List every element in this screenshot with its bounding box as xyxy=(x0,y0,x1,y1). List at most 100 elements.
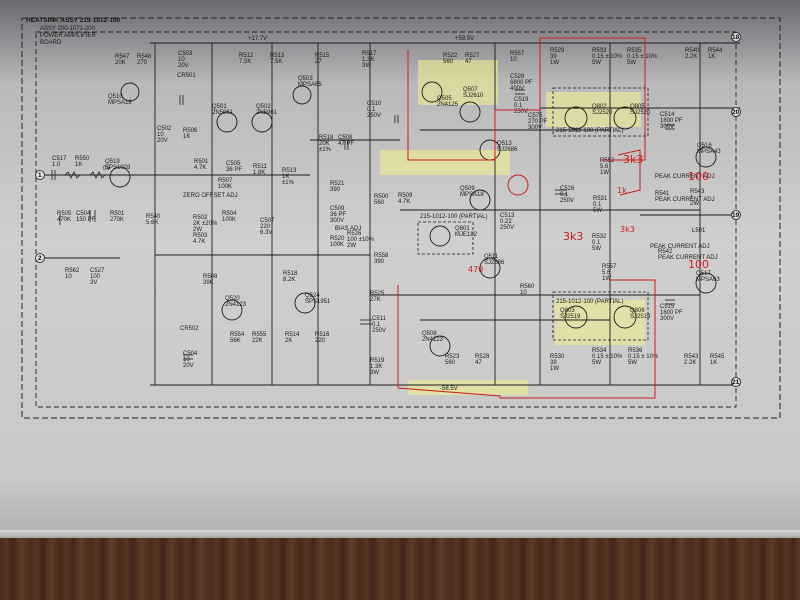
component-ref: C513 xyxy=(500,213,515,219)
transistor-q524 xyxy=(294,292,316,314)
component-ref: R532 xyxy=(592,234,607,240)
component-ref: Q524 xyxy=(305,293,320,299)
component-ref: R513 xyxy=(270,53,285,59)
transistor-q501 xyxy=(216,111,238,133)
component-value: MPSA43 xyxy=(697,149,721,155)
component-ref: R535 xyxy=(627,48,642,54)
component-ref: R515 xyxy=(315,53,330,59)
component-value: 560 xyxy=(443,59,454,65)
component-ref: R503 xyxy=(193,233,208,239)
component-ref: R555 xyxy=(252,332,267,338)
component-ref: R542 xyxy=(658,249,673,255)
component-ref: C510 xyxy=(367,101,382,107)
transistor-q519 xyxy=(109,166,131,188)
component-ref: L501 xyxy=(692,228,706,234)
component-ref: R527 xyxy=(465,53,480,59)
component-value: 1K xyxy=(75,162,82,168)
component-ref: C514 xyxy=(660,112,675,118)
component-value: 1.3K xyxy=(370,364,382,370)
handwritten-3k3-b: 3k3 xyxy=(563,230,583,243)
component-value: 2N4123 xyxy=(225,302,247,308)
component-value: 2N5961 xyxy=(212,110,234,116)
component-ref: Q505 xyxy=(437,96,452,102)
component-value: 1600 PF xyxy=(660,118,683,124)
bias-adj-label: BIAS ADJ xyxy=(335,226,361,232)
component-ref: Q509 xyxy=(460,186,475,192)
component-value: 250V xyxy=(500,225,514,231)
component-ref: R512 xyxy=(239,53,254,59)
component-ref: R547 xyxy=(115,54,130,60)
component-value: 2K ±20% xyxy=(193,221,218,227)
transistor-q516 xyxy=(695,146,717,168)
board-title-3: BOARD xyxy=(40,40,62,46)
component-ref: C504 xyxy=(76,211,91,217)
component-ref: R518 xyxy=(283,271,298,277)
component-ref: R550 xyxy=(75,156,90,162)
component-ref: R528 xyxy=(475,354,490,360)
component-value: 100 xyxy=(90,274,101,280)
component-ref: Q801 xyxy=(455,226,470,232)
component-value: 39 xyxy=(550,360,557,366)
component-value: 3V xyxy=(90,280,97,286)
component-value: 1W xyxy=(602,276,611,282)
component-value: 1K xyxy=(183,134,190,140)
component-ref: R530 xyxy=(550,354,565,360)
component-value: 20V xyxy=(183,363,194,369)
component-ref: C504 xyxy=(183,351,198,357)
transistor-q805 xyxy=(613,106,637,130)
component-value: MPSA18 xyxy=(108,100,132,106)
component-ref: R522 xyxy=(443,53,458,59)
rail-pos58: +58.5V xyxy=(455,36,474,42)
component-ref: R508 xyxy=(203,274,218,280)
component-value: 7.5K xyxy=(270,59,282,65)
component-value: 2K xyxy=(285,338,292,344)
component-ref: Q511 xyxy=(484,254,499,260)
component-value: 100 ±10% xyxy=(347,237,375,243)
component-ref: R557 xyxy=(602,264,617,270)
component-value: 0.15 ± 10% xyxy=(628,354,659,360)
transistor-q520 xyxy=(221,299,243,321)
component-ref: R501 xyxy=(110,211,125,217)
component-value: 10 xyxy=(510,57,517,63)
component-value: 1.8K xyxy=(253,170,265,176)
component-value: 2.2K xyxy=(685,54,697,60)
heatsink-title: HEATSINK ASSY 215-1012-100 xyxy=(26,17,121,24)
component-value: 20V xyxy=(157,138,168,144)
component-value: SJ2519 xyxy=(560,314,581,320)
component-ref: R500 xyxy=(374,194,389,200)
component-value: 0.15 ± 10% xyxy=(592,54,623,60)
component-value: 8.2K xyxy=(283,277,295,283)
component-ref: R544 xyxy=(708,48,723,54)
component-ref: R541 xyxy=(655,191,670,197)
component-value: MPSA65 xyxy=(298,82,322,88)
component-value: 400V xyxy=(510,86,524,92)
component-value: 5W xyxy=(592,246,601,252)
transistor-q502 xyxy=(251,111,273,133)
component-value: 300V xyxy=(330,218,344,224)
transistor-q505 xyxy=(421,81,443,103)
component-value: 1K xyxy=(282,174,289,180)
component-value: 56K xyxy=(230,338,241,344)
handwritten-1k: 1k xyxy=(617,186,627,195)
handwritten-3k3-a: 3k3 xyxy=(623,153,643,166)
zero-offset-label: ZERO OFFSET ADJ xyxy=(183,193,238,199)
component-value: 2.2K xyxy=(684,360,696,366)
component-value: 250V xyxy=(367,113,381,119)
component-value: ±1% xyxy=(319,147,332,153)
component-ref: Q805 xyxy=(630,104,645,110)
component-ref: Q520 xyxy=(225,296,240,302)
component-ref: C519 xyxy=(514,97,529,103)
component-value: 250V xyxy=(372,328,386,334)
component-value: 390 xyxy=(330,187,341,193)
component-value: 47 PF xyxy=(338,141,354,147)
component-ref: R554 xyxy=(230,332,245,338)
component-value: MPSA18 xyxy=(460,192,484,198)
component-value: PEAK CURRENT ADJ xyxy=(658,255,718,261)
component-value: 300V xyxy=(528,125,542,131)
component-value: MPSA63 xyxy=(696,277,720,283)
rails xyxy=(36,42,740,386)
component-value: SJ2519 xyxy=(630,314,651,320)
component-ref: Q503 xyxy=(298,76,313,82)
